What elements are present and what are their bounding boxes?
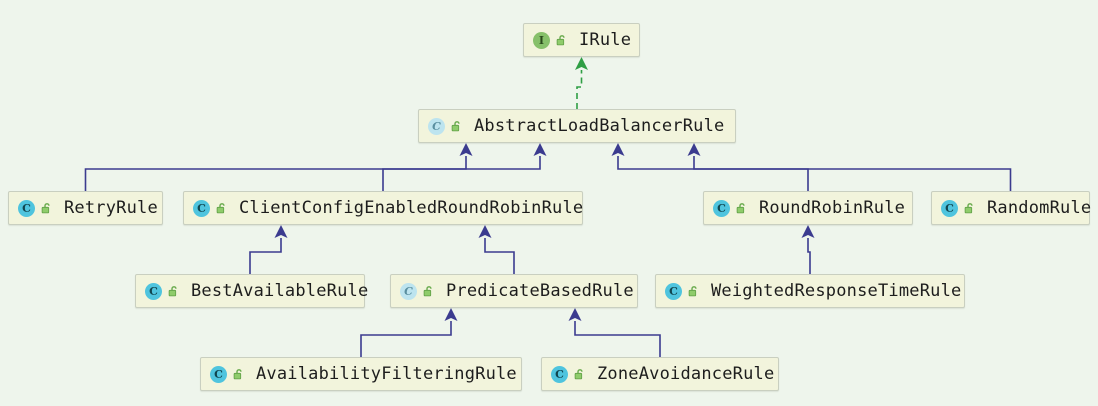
class-node-random[interactable]: C RandomRule bbox=[931, 191, 1090, 225]
edge-rrr-to-albr bbox=[618, 156, 808, 191]
node-icons: C bbox=[145, 283, 180, 300]
class-node-rrr[interactable]: C RoundRobinRule bbox=[703, 191, 913, 225]
public-unlocked-icon bbox=[40, 202, 53, 215]
class-name-label: IRule bbox=[579, 32, 631, 49]
edge-bestavail-to-ccerrr-arrowhead bbox=[275, 225, 288, 238]
node-icons: C bbox=[713, 200, 748, 217]
public-unlocked-icon bbox=[687, 285, 700, 298]
class-node-weighted[interactable]: C WeightedResponseTimeRule bbox=[655, 274, 965, 308]
public-unlocked-icon bbox=[450, 120, 463, 133]
class-icon: C bbox=[941, 200, 958, 217]
class-icon: C bbox=[18, 200, 35, 217]
edge-rrr-to-albr-arrowhead bbox=[612, 143, 625, 156]
edge-random-to-albr-arrowhead bbox=[688, 143, 701, 156]
node-icons: C bbox=[428, 118, 463, 135]
node-icons: C bbox=[400, 283, 435, 300]
edge-retry-to-albr bbox=[86, 156, 467, 191]
public-unlocked-icon bbox=[555, 34, 568, 47]
class-node-albr[interactable]: C AbstractLoadBalancerRule bbox=[418, 109, 736, 143]
class-name-label: AbstractLoadBalancerRule bbox=[474, 118, 724, 135]
edge-albr-to-irule bbox=[577, 70, 582, 109]
edge-availfilter-to-predicate-arrowhead bbox=[445, 308, 458, 321]
edge-weighted-to-rrr-arrowhead bbox=[802, 225, 815, 238]
public-unlocked-icon bbox=[735, 202, 748, 215]
class-name-label: PredicateBasedRule bbox=[446, 283, 634, 300]
edge-weighted-to-rrr bbox=[808, 238, 810, 274]
class-node-bestavail[interactable]: C BestAvailableRule bbox=[135, 274, 365, 308]
class-name-label: ClientConfigEnabledRoundRobinRule bbox=[239, 200, 583, 217]
public-unlocked-icon bbox=[215, 202, 228, 215]
node-icons: I bbox=[533, 32, 568, 49]
edge-bestavail-to-ccerrr bbox=[250, 238, 281, 274]
edge-predicate-to-ccerrr-arrowhead bbox=[479, 225, 492, 238]
class-node-irule[interactable]: I IRule bbox=[523, 23, 640, 57]
class-icon: C bbox=[665, 283, 682, 300]
public-unlocked-icon bbox=[573, 368, 586, 381]
edge-predicate-to-ccerrr bbox=[485, 238, 514, 274]
edge-zoneavoid-to-predicate bbox=[575, 321, 660, 357]
node-icons: C bbox=[193, 200, 228, 217]
class-node-retry[interactable]: C RetryRule bbox=[8, 191, 163, 225]
class-icon: C bbox=[145, 283, 162, 300]
class-name-label: RetryRule bbox=[64, 200, 158, 217]
edge-random-to-albr bbox=[694, 156, 1011, 191]
edge-ccerrr-to-albr bbox=[383, 156, 540, 191]
edge-ccerrr-to-albr-arrowhead bbox=[534, 143, 547, 156]
class-name-label: AvailabilityFilteringRule bbox=[256, 366, 517, 383]
public-unlocked-icon bbox=[232, 368, 245, 381]
edge-availfilter-to-predicate bbox=[361, 321, 451, 357]
public-unlocked-icon bbox=[422, 285, 435, 298]
node-icons: C bbox=[941, 200, 976, 217]
edge-albr-to-irule-arrowhead bbox=[575, 57, 588, 70]
class-name-label: WeightedResponseTimeRule bbox=[711, 283, 961, 300]
abstract-class-icon: C bbox=[400, 283, 417, 300]
class-icon: C bbox=[551, 366, 568, 383]
class-name-label: RandomRule bbox=[987, 200, 1091, 217]
class-node-predicate[interactable]: C PredicateBasedRule bbox=[390, 274, 638, 308]
interface-icon: I bbox=[533, 32, 550, 49]
abstract-class-icon: C bbox=[428, 118, 445, 135]
node-icons: C bbox=[18, 200, 53, 217]
class-node-ccerrr[interactable]: C ClientConfigEnabledRoundRobinRule bbox=[183, 191, 583, 225]
edge-zoneavoid-to-predicate-arrowhead bbox=[569, 308, 582, 321]
public-unlocked-icon bbox=[963, 202, 976, 215]
class-name-label: ZoneAvoidanceRule bbox=[597, 366, 774, 383]
public-unlocked-icon bbox=[167, 285, 180, 298]
class-node-availfilter[interactable]: C AvailabilityFilteringRule bbox=[200, 357, 522, 391]
node-icons: C bbox=[210, 366, 245, 383]
class-icon: C bbox=[713, 200, 730, 217]
class-icon: C bbox=[193, 200, 210, 217]
class-name-label: BestAvailableRule bbox=[191, 283, 368, 300]
node-icons: C bbox=[665, 283, 700, 300]
node-icons: C bbox=[551, 366, 586, 383]
class-node-zoneavoid[interactable]: C ZoneAvoidanceRule bbox=[541, 357, 779, 391]
edge-retry-to-albr-arrowhead bbox=[460, 143, 473, 156]
class-name-label: RoundRobinRule bbox=[759, 200, 905, 217]
class-icon: C bbox=[210, 366, 227, 383]
